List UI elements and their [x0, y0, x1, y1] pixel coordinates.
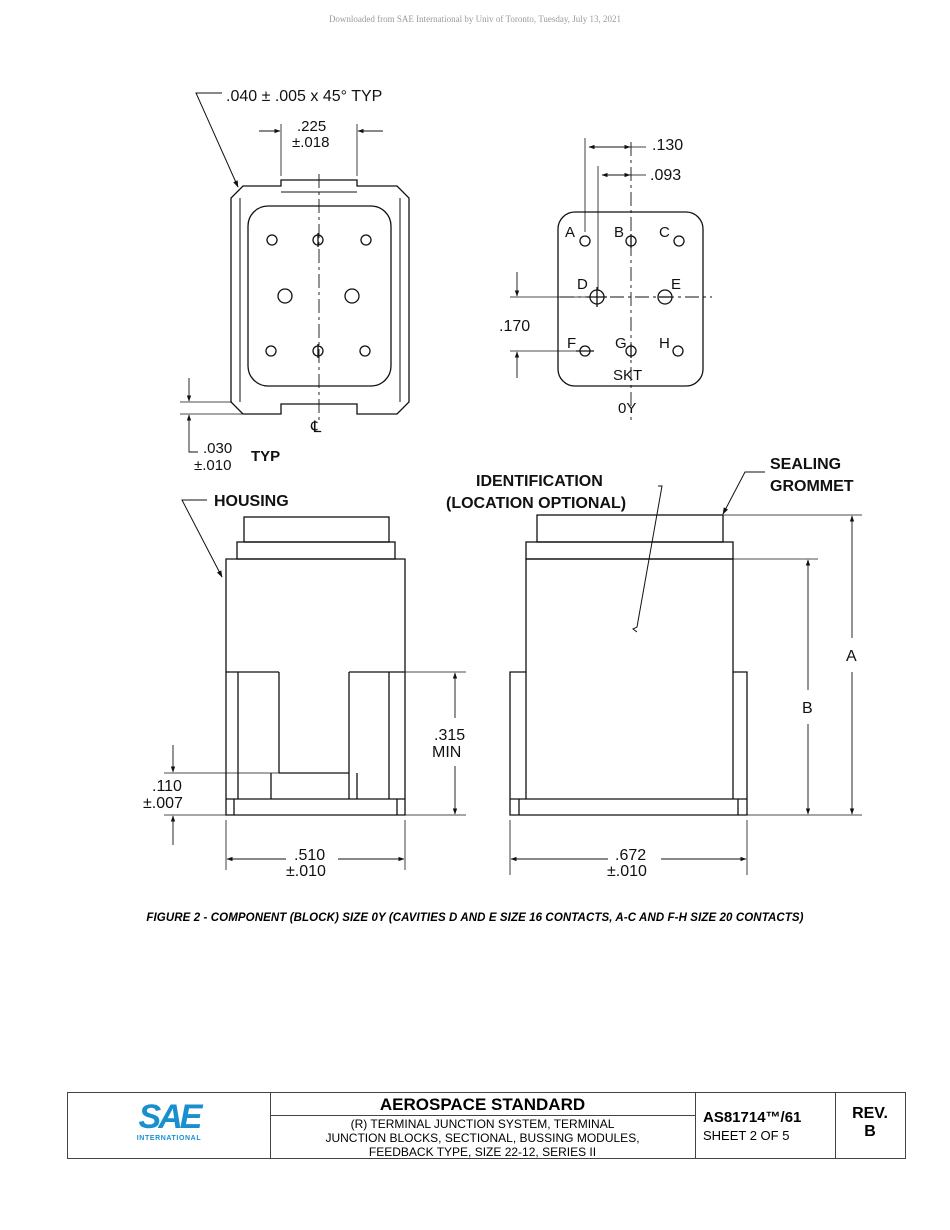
revision-cell: REV. B — [835, 1093, 905, 1158]
cavity-label-e: E — [671, 276, 681, 293]
download-watermark: Downloaded from SAE International by Uni… — [328, 14, 622, 24]
dim-a-label: A — [846, 648, 857, 665]
sheet-number: SHEET 2 OF 5 — [703, 1128, 790, 1143]
side-view-right — [509, 471, 862, 875]
dim-030-value: .030 — [203, 440, 232, 457]
dim-b-label: B — [802, 700, 813, 717]
cavity-label-f: F — [567, 335, 576, 352]
chamfer-note: .040 ± .005 x 45° TYP — [226, 88, 382, 105]
engineering-drawing: .040 ± .005 x 45° TYP .225 ±.018 ℄ .030 … — [143, 88, 862, 880]
title-block-title: AEROSPACE STANDARD (R) TERMINAL JUNCTION… — [270, 1093, 696, 1159]
standard-title-line-2: JUNCTION BLOCKS, SECTIONAL, BUSSING MODU… — [325, 1131, 640, 1145]
cavity-label-h: H — [659, 335, 670, 352]
standard-title-line-3: FEEDBACK TYPE, SIZE 22-12, SERIES II — [368, 1145, 597, 1159]
document-number: AS81714™/61 — [703, 1109, 802, 1126]
dim-315-value: .315 — [434, 727, 465, 744]
sealing-label-1: SEALING — [770, 456, 841, 473]
dim-315-min: MIN — [432, 744, 461, 761]
cavity-label-b: B — [614, 224, 624, 241]
cavity-face-view — [510, 138, 712, 420]
title-block: SAE INTERNATIONAL AEROSPACE STANDARD (R)… — [67, 1092, 906, 1159]
sealing-label-2: GROMMET — [770, 478, 854, 495]
dim-672-tol: ±.010 — [607, 863, 647, 880]
sae-logo-subtext: INTERNATIONAL — [137, 1135, 202, 1142]
dim-510-value: .510 — [294, 847, 325, 864]
dim-130: .130 — [652, 137, 683, 154]
centerline-symbol: ℄ — [310, 419, 322, 436]
cavity-label-a: A — [565, 224, 575, 241]
dim-110-tol: ±.007 — [143, 795, 183, 812]
sae-logo: SAE INTERNATIONAL — [68, 1093, 271, 1158]
dim-110-value: .110 — [152, 778, 182, 795]
dim-093: .093 — [650, 167, 681, 184]
cavity-label-c: C — [659, 224, 670, 241]
cavity-label-d: D — [577, 276, 588, 293]
revision-value: B — [864, 1123, 876, 1140]
revision-label: REV. — [852, 1105, 888, 1122]
figure-caption: FIGURE 2 - COMPONENT (BLOCK) SIZE 0Y (CA… — [146, 912, 804, 924]
dim-030-tol: ±.010 — [194, 457, 231, 474]
housing-label: HOUSING — [214, 493, 289, 510]
dim-170: .170 — [499, 318, 530, 335]
dim-225-tol: ±.018 — [292, 134, 329, 151]
dim-225-value: .225 — [297, 118, 326, 135]
side-view-left — [164, 499, 466, 870]
dim-672-value: .672 — [615, 847, 646, 864]
dim-510-tol: ±.010 — [286, 863, 326, 880]
standard-title: (R) TERMINAL JUNCTION SYSTEM, TERMINAL J… — [270, 1116, 695, 1159]
cavity-label-g: G — [615, 335, 627, 352]
standard-heading: AEROSPACE STANDARD — [270, 1093, 695, 1116]
identification-label-1: IDENTIFICATION — [476, 473, 603, 490]
standard-title-line-1: (R) TERMINAL JUNCTION SYSTEM, TERMINAL — [350, 1117, 615, 1131]
skt-label: SKT — [613, 367, 642, 384]
top-view — [180, 92, 410, 453]
sae-logo-text: SAE — [139, 1098, 204, 1136]
document-number-cell: AS81714™/61 SHEET 2 OF 5 — [695, 1093, 836, 1158]
identification-label-2: (LOCATION OPTIONAL) — [446, 495, 626, 512]
size-label: 0Y — [618, 400, 636, 417]
dim-030-typ: TYP — [251, 448, 280, 465]
